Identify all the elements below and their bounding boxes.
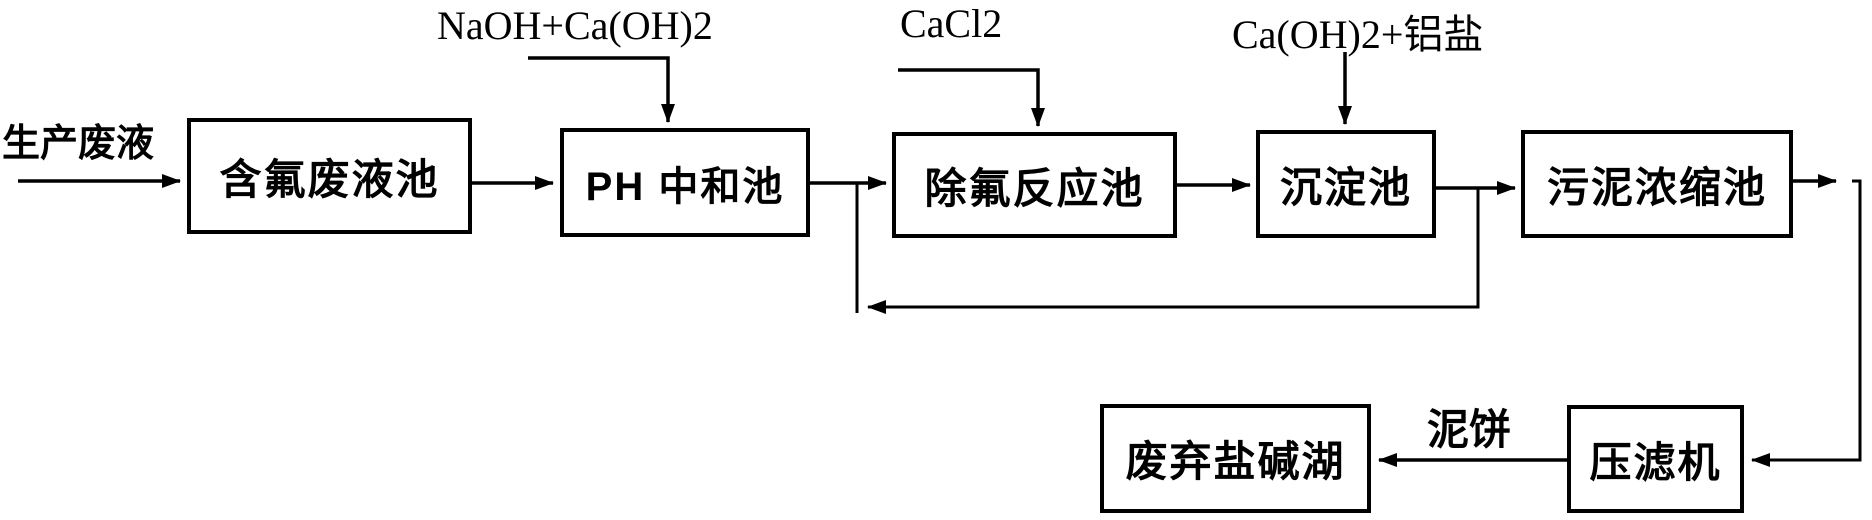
node-filter-press: 压滤机 — [1567, 405, 1744, 513]
line-down-to-filter-press — [1751, 179, 1862, 467]
node-defluoridation-reaction-pool: 除氟反应池 — [892, 132, 1177, 238]
source-stream-label: 生产废液 — [2, 123, 155, 165]
arrow-naoh-feed — [528, 56, 675, 123]
recycle-return-line — [867, 189, 1480, 314]
reagent-label-lime-aluminum-salt: Ca(OH)2+铝盐 — [1232, 12, 1484, 57]
node-fluoride-waste-pool: 含氟废液池 — [187, 118, 472, 234]
arrow-cacl2-feed — [898, 68, 1045, 127]
reagent-label-naoh-lime: NaOH+Ca(OH)2 — [437, 3, 713, 48]
node-ph-neutralization-pool: PH 中和池 — [560, 128, 810, 237]
node-sludge-thickening-pool: 污泥浓缩池 — [1521, 130, 1793, 238]
mud-cake-label: 泥饼 — [1427, 406, 1512, 453]
node-abandoned-salt-lake: 废弃盐碱湖 — [1100, 404, 1371, 513]
node-sedimentation-pool: 沉淀池 — [1256, 130, 1436, 238]
reagent-label-cacl2: CaCl2 — [900, 1, 1003, 46]
